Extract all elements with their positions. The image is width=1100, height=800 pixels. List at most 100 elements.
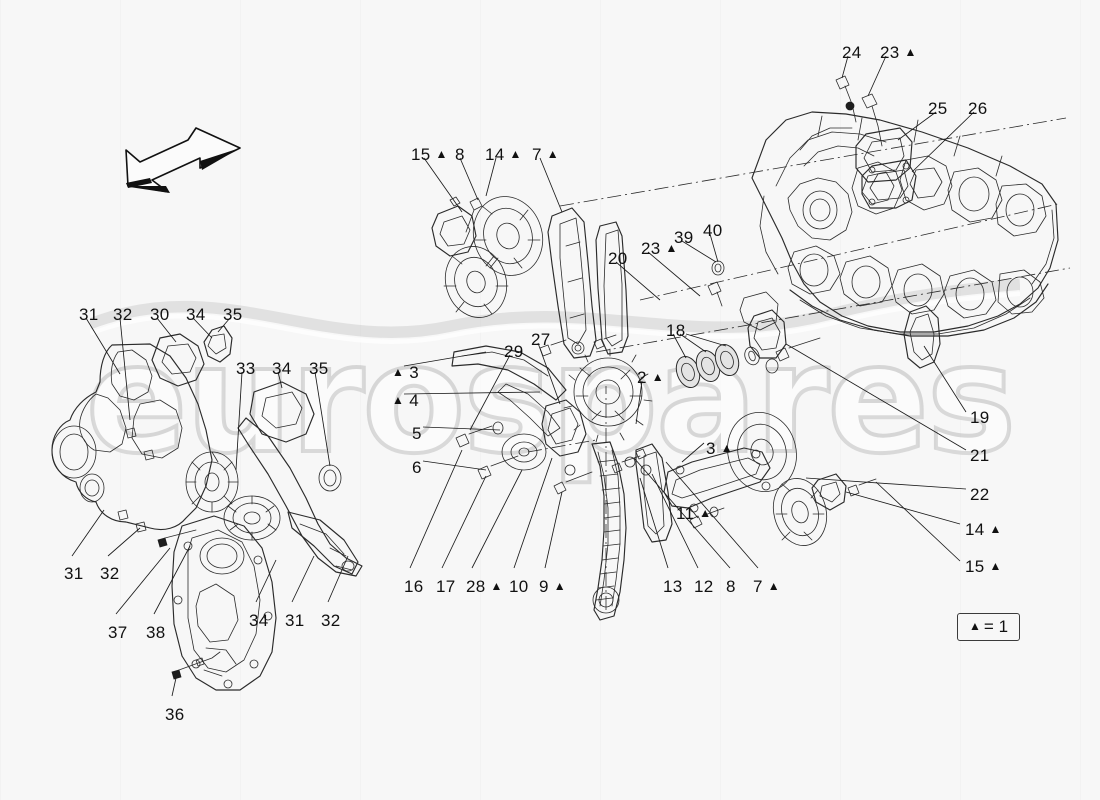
callout-number: 4 [409,391,419,410]
callout-number: 31 [64,564,84,583]
callout-number: 32 [321,611,341,630]
callout-number: 40 [703,221,723,240]
callout-triangle-icon: ▲ [546,147,559,161]
callout-number: 34 [272,359,292,378]
callout-triangle-icon: ▲ [509,147,522,161]
callout-number: 33 [236,359,256,378]
callout-number: 32 [113,305,133,324]
callout-number: 22 [970,485,990,504]
fastener-group-left [117,427,221,680]
callout-number: 7 [532,145,542,164]
callout-4: ▲4 [392,392,419,409]
tappet-set-18 [675,344,760,388]
cap-33 [318,464,342,492]
part-21 [747,309,787,359]
callout-24: 24 [842,44,862,61]
sprocket-22 [772,478,828,546]
bracket-9 [541,399,587,457]
callout-27: 27 [531,331,551,348]
fastener-group-center [539,334,617,357]
callout-number: 9 [539,577,549,596]
callout-14: 14▲ [485,146,522,163]
bracket-15 [431,205,477,257]
callout-number: 23 [880,43,900,62]
impeller [185,451,239,513]
callout-35: 35 [309,360,329,377]
callout-28: 28 ▲ [466,578,503,595]
bolt-8-top [469,197,483,211]
callout-triangle-icon: ▲ [699,506,712,520]
lower-rail-3 [663,447,771,509]
callout-triangle-icon: ▲ [989,522,1002,536]
callout-number: 11 [676,504,695,523]
timing-cover-38 [171,515,277,691]
callout-number: 30 [150,305,170,324]
callout-14: 14▲ [965,521,1002,538]
callout-26: 26 [968,100,988,117]
legend-equals: = [983,617,994,636]
callout-32: 32 [321,612,341,629]
bolt-5 [455,433,470,448]
mount-25 [855,127,913,183]
callout-number: 6 [412,458,422,477]
callout-number: 38 [146,623,166,642]
callout-number: 3 [409,363,419,382]
callout-34: 34 [186,306,206,323]
callout-3: ▲3 [392,364,419,381]
bolt-24 [835,75,850,90]
callout-36: 36 [165,706,185,723]
callout-number: 28 [466,577,486,596]
callout-number: 36 [165,705,185,724]
callout-33: 33 [236,360,256,377]
callout-number: 27 [531,330,551,349]
callout-triangle-icon: ▲ [392,365,405,379]
callout-40: 40 [703,222,723,239]
callout-34: 34 [272,360,292,377]
callout-35: 35 [223,306,243,323]
callout-triangle-icon: ▲ [490,579,503,593]
callout-32: 32 [113,306,133,323]
callout-10: 10 [509,578,529,595]
pulley-5 [501,433,547,471]
callout-8: 8 [455,146,465,163]
callout-number: 26 [968,99,988,118]
legend-value: 1 [998,617,1009,636]
callout-number: 31 [79,305,99,324]
callout-number: 17 [436,577,456,596]
callout-triangle-icon: ▲ [435,147,448,161]
callout-31: 31 [285,612,305,629]
callout-number: 32 [100,564,120,583]
callout-8: 8 [726,578,736,595]
callout-25: 25 [928,100,948,117]
tensioner-blade-7 [547,207,597,359]
callout-number: 3 [706,439,716,458]
bolt-23 [861,93,878,109]
engine-block [707,75,1059,369]
callout-number: 18 [666,321,686,340]
callout-19: 19 [970,409,990,426]
callout-3: 3▲ [706,440,733,457]
legend-triangle-equals-one: ▲= 1 [957,613,1021,641]
stud-35-upper [203,325,233,363]
callout-number: 23 [641,239,661,258]
callout-triangle-icon: ▲ [767,579,780,593]
callout-number: 8 [726,577,736,596]
orientation-arrow [125,127,241,193]
callout-number: 39 [674,228,694,247]
callout-31: 31 [64,565,84,582]
callout-11: 11 ▲ [676,505,711,522]
callout-12: 12 [694,578,714,595]
pulley-sprocket-left [223,495,281,541]
chain-guide-29 [451,345,567,401]
callout-number: 15 [965,557,985,576]
callout-37: 37 [108,624,128,641]
callout-number: 5 [412,424,422,443]
callout-23: 23▲ [641,240,678,257]
callout-18: 18 [666,322,686,339]
callout-38: 38 [146,624,166,641]
sprocket-lower-right [727,411,797,493]
callout-triangle-icon: ▲ [392,393,405,407]
callout-number: 2 [637,368,647,387]
